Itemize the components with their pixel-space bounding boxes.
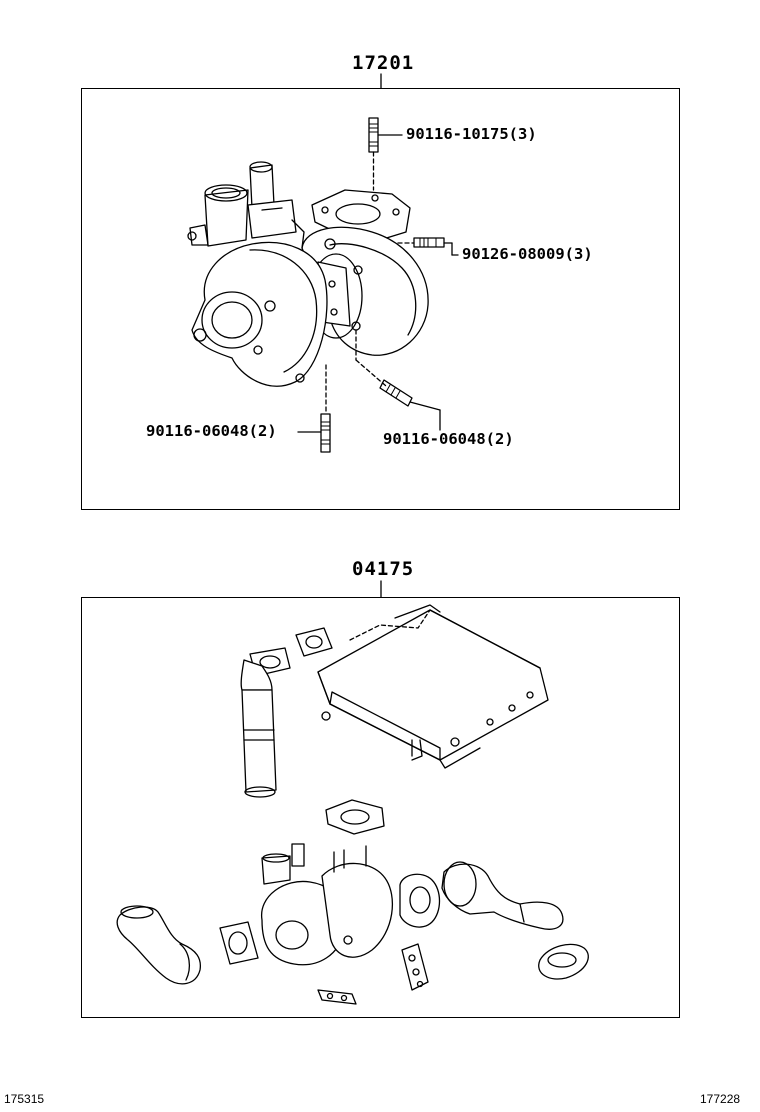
gasket-small <box>317 989 357 1005</box>
gasket-middle <box>325 799 385 835</box>
diagram-frame-gasket-kit <box>81 597 680 1018</box>
flange-ring <box>399 873 441 928</box>
compressor-housing <box>191 241 328 387</box>
callout-stud-top: 90116-10175(3) <box>406 125 537 143</box>
callout-stud-side: 90126-08009(3) <box>462 245 593 263</box>
diagram-frame-turbocharger <box>81 88 680 510</box>
callout-stud-lower-right: 90116-06048(2) <box>383 430 514 448</box>
stud-top-icon <box>368 117 403 191</box>
group-label-04175: 04175 <box>352 558 415 580</box>
callout-stud-lower-left: 90116-06048(2) <box>146 422 277 440</box>
outlet-pipe-right <box>441 863 564 930</box>
intercooler-icon <box>317 604 549 769</box>
stud-side-icon <box>397 237 459 256</box>
stud-lower-right-icon <box>355 329 441 431</box>
gasket-bottom-center <box>401 943 429 991</box>
seal-ring <box>538 943 589 980</box>
gasket-left <box>219 921 259 965</box>
turbo-kit-icon <box>261 843 394 966</box>
footer-left-code: 175315 <box>4 1092 45 1106</box>
stud-lower-left-icon <box>297 364 331 453</box>
gasket-top-right <box>295 627 333 657</box>
outlet-pipe-left <box>116 906 202 985</box>
footer-right-code: 177228 <box>700 1092 741 1106</box>
group-label-17201: 17201 <box>352 52 415 74</box>
